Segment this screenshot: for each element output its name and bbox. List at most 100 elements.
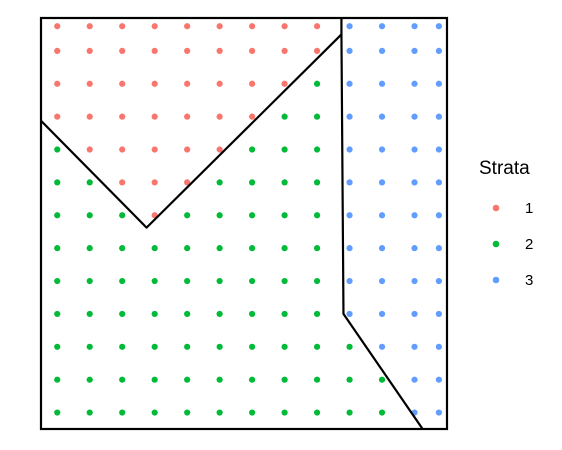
data-point-strata-3 xyxy=(378,245,386,252)
data-point-strata-2 xyxy=(313,245,321,252)
legend-label-strata-3: 3 xyxy=(525,272,533,289)
data-point-strata-3 xyxy=(346,47,353,54)
data-point-strata-1 xyxy=(119,23,126,30)
boundary-layer xyxy=(40,18,424,430)
data-point-strata-3 xyxy=(411,310,418,318)
data-point-strata-2 xyxy=(378,376,386,383)
data-point-strata-2 xyxy=(119,277,126,285)
data-point-strata-2 xyxy=(54,146,61,153)
data-point-strata-3 xyxy=(435,245,442,252)
data-point-strata-2 xyxy=(313,212,321,219)
data-point-strata-1 xyxy=(184,179,191,186)
data-point-strata-2 xyxy=(184,409,191,416)
data-point-strata-2 xyxy=(281,409,288,416)
data-point-strata-3 xyxy=(411,179,418,186)
data-point-strata-2 xyxy=(119,310,126,318)
data-point-strata-2 xyxy=(378,409,386,416)
data-point-strata-2 xyxy=(313,409,321,416)
data-point-strata-2 xyxy=(249,245,256,252)
data-point-strata-3 xyxy=(435,179,442,186)
legend: Strata 1 2 3 xyxy=(479,158,533,289)
data-point-strata-3 xyxy=(378,343,386,350)
data-point-strata-1 xyxy=(216,146,223,153)
data-point-strata-1 xyxy=(151,179,158,186)
data-point-strata-3 xyxy=(346,80,353,87)
data-point-strata-2 xyxy=(281,343,288,350)
data-point-strata-2 xyxy=(313,343,321,350)
data-point-strata-3 xyxy=(435,212,442,219)
plot-frame xyxy=(39,16,449,431)
data-point-strata-3 xyxy=(435,113,442,120)
data-point-strata-1 xyxy=(249,80,256,87)
data-point-strata-2 xyxy=(86,212,93,219)
data-point-strata-3 xyxy=(346,277,353,285)
data-point-strata-2 xyxy=(249,409,256,416)
data-point-strata-2 xyxy=(54,245,61,252)
data-point-strata-2 xyxy=(54,277,61,285)
data-point-strata-2 xyxy=(249,212,256,219)
legend-label-strata-2: 2 xyxy=(525,236,533,253)
data-point-strata-2 xyxy=(281,113,288,120)
data-point-strata-1 xyxy=(184,146,191,153)
data-point-strata-2 xyxy=(119,245,126,252)
data-point-strata-2 xyxy=(119,376,126,383)
data-point-strata-2 xyxy=(86,310,93,318)
data-point-strata-2 xyxy=(119,343,126,350)
data-point-strata-2 xyxy=(216,409,223,416)
data-point-strata-2 xyxy=(216,376,223,383)
data-point-strata-2 xyxy=(151,343,158,350)
data-point-strata-3 xyxy=(411,80,418,87)
data-point-strata-2 xyxy=(281,310,288,318)
data-point-strata-3 xyxy=(346,23,353,30)
data-point-strata-3 xyxy=(411,343,418,350)
data-point-strata-3 xyxy=(411,23,418,30)
data-point-strata-1 xyxy=(119,113,126,120)
data-point-strata-2 xyxy=(313,113,321,120)
data-point-strata-3 xyxy=(346,113,353,120)
data-point-strata-1 xyxy=(216,80,223,87)
data-point-strata-1 xyxy=(249,47,256,54)
data-point-strata-3 xyxy=(378,310,386,318)
data-point-strata-2 xyxy=(216,179,223,186)
data-point-strata-1 xyxy=(184,113,191,120)
data-point-strata-2 xyxy=(249,179,256,186)
data-point-strata-3 xyxy=(435,310,442,318)
data-point-strata-1 xyxy=(119,146,126,153)
data-point-strata-1 xyxy=(151,113,158,120)
data-point-strata-3 xyxy=(411,212,418,219)
data-point-strata-2 xyxy=(216,310,223,318)
data-point-strata-3 xyxy=(435,23,442,30)
data-point-strata-2 xyxy=(151,409,158,416)
data-point-strata-3 xyxy=(435,409,442,416)
data-point-strata-3 xyxy=(378,146,386,153)
data-point-strata-1 xyxy=(119,80,126,87)
data-point-strata-3 xyxy=(435,146,442,153)
data-point-strata-1 xyxy=(281,80,288,87)
data-point-strata-2 xyxy=(54,179,61,186)
data-point-strata-1 xyxy=(86,113,93,120)
data-point-strata-2 xyxy=(249,277,256,285)
data-point-strata-1 xyxy=(281,23,288,30)
data-point-strata-2 xyxy=(346,376,353,383)
data-point-strata-1 xyxy=(54,23,61,30)
data-point-strata-3 xyxy=(346,310,353,318)
data-point-strata-3 xyxy=(411,113,418,120)
data-point-strata-2 xyxy=(184,212,191,219)
data-point-strata-3 xyxy=(346,179,353,186)
data-point-strata-2 xyxy=(281,376,288,383)
data-point-strata-3 xyxy=(411,47,418,54)
data-point-strata-2 xyxy=(184,245,191,252)
data-point-strata-2 xyxy=(313,80,321,87)
data-point-strata-1 xyxy=(151,47,158,54)
data-point-strata-2 xyxy=(281,179,288,186)
data-point-strata-2 xyxy=(249,343,256,350)
data-point-strata-3 xyxy=(435,47,442,54)
data-point-strata-2 xyxy=(313,310,321,318)
data-point-strata-1 xyxy=(151,80,158,87)
legend-swatch-strata-3 xyxy=(492,276,500,284)
data-point-strata-3 xyxy=(346,146,353,153)
data-point-strata-3 xyxy=(411,146,418,153)
data-point-strata-2 xyxy=(216,212,223,219)
data-point-strata-2 xyxy=(281,146,288,153)
data-point-strata-2 xyxy=(54,376,61,383)
